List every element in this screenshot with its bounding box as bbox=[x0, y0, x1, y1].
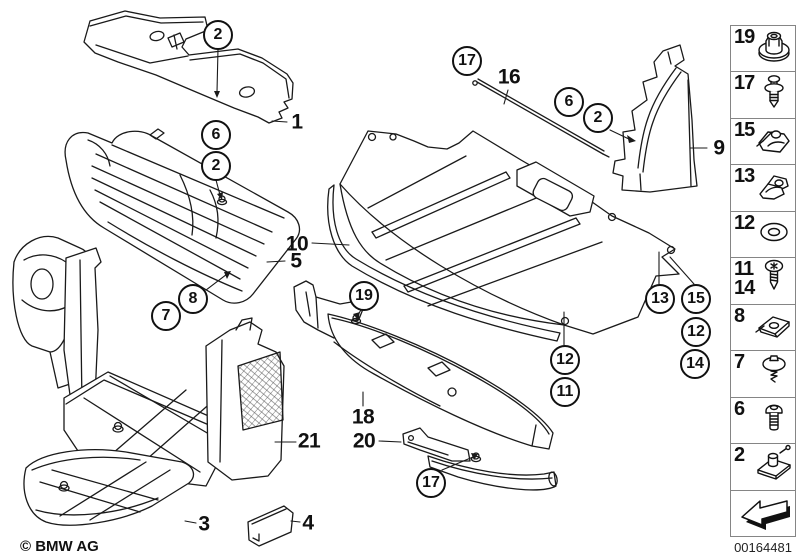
drawing-number: 00164481 bbox=[734, 540, 792, 555]
callout-circle-11[interactable]: 11 bbox=[550, 377, 580, 407]
legend-number: 14 bbox=[734, 277, 755, 300]
expansion-rivet-icon bbox=[754, 73, 794, 118]
body-clip-icon bbox=[754, 166, 794, 211]
part-label-16[interactable]: 16 bbox=[497, 65, 521, 89]
washer-icon bbox=[754, 212, 794, 257]
part-label-20[interactable]: 20 bbox=[352, 429, 376, 453]
callout-circle-15[interactable]: 15 bbox=[681, 284, 711, 314]
part-4-drawing bbox=[247, 505, 294, 547]
legend-number: 7 bbox=[734, 351, 745, 374]
part-20-drawing bbox=[402, 427, 558, 491]
legend-item-8: 8 bbox=[731, 304, 795, 352]
part-3-drawing bbox=[23, 449, 195, 526]
torx-screw-icon bbox=[754, 258, 794, 303]
callout-circle-7[interactable]: 7 bbox=[151, 301, 181, 331]
part-label-1[interactable]: 1 bbox=[291, 110, 303, 134]
part-label-10[interactable]: 10 bbox=[285, 232, 309, 256]
round-head-screw-icon bbox=[754, 398, 794, 443]
callout-circle-2[interactable]: 2 bbox=[583, 103, 613, 133]
legend-item-numbers: 12 bbox=[731, 211, 755, 234]
part-1-drawing bbox=[83, 10, 294, 124]
callout-circle-12[interactable]: 12 bbox=[550, 345, 580, 375]
legend-number: 11 bbox=[734, 258, 754, 281]
callout-circle-19[interactable]: 19 bbox=[349, 281, 379, 311]
legend-item-12: 12 bbox=[731, 211, 795, 259]
legend-item-numbers: 2 bbox=[731, 444, 745, 467]
callout-circle-8[interactable]: 8 bbox=[178, 284, 208, 314]
legend-item-2: 2 bbox=[731, 444, 795, 491]
legend-item-numbers: 7 bbox=[731, 351, 745, 374]
legend-item-numbers: 17 bbox=[731, 72, 755, 95]
legend-item-numbers: 8 bbox=[731, 304, 745, 327]
legend-item-7: 7 bbox=[731, 351, 795, 398]
legend-number: 19 bbox=[734, 26, 755, 48]
part-label-3[interactable]: 3 bbox=[198, 512, 210, 536]
part-5-drawing bbox=[64, 128, 301, 304]
callout-circle-17[interactable]: 17 bbox=[416, 468, 446, 498]
part-label-5[interactable]: 5 bbox=[290, 249, 302, 273]
legend-item-numbers: 15 bbox=[731, 118, 755, 141]
legend-item-17: 17 bbox=[731, 72, 795, 119]
legend-item-19: 19 bbox=[731, 26, 795, 73]
legend-item-numbers: 13 bbox=[731, 165, 755, 188]
part-18-drawing bbox=[293, 280, 554, 450]
callout-circle-6[interactable]: 6 bbox=[201, 120, 231, 150]
callout-circle-2[interactable]: 2 bbox=[203, 20, 233, 50]
legend-item-numbers: 19 bbox=[731, 26, 755, 48]
legend-number: 13 bbox=[734, 165, 755, 188]
speed-nut-icon bbox=[754, 305, 794, 350]
legend-item-6: 6 bbox=[731, 397, 795, 445]
part-label-9[interactable]: 9 bbox=[713, 136, 725, 160]
flange-nut-icon bbox=[754, 26, 794, 71]
legend-number: 2 bbox=[734, 444, 745, 467]
legend-number: 12 bbox=[734, 211, 755, 234]
leader-lines bbox=[184, 48, 708, 524]
part-10-drawing bbox=[327, 130, 680, 342]
retaining-clip-icon bbox=[754, 119, 794, 164]
legend-item-numbers: 6 bbox=[731, 397, 745, 420]
legend-item-15: 15 bbox=[731, 118, 795, 166]
legend-item-13: 13 bbox=[731, 165, 795, 212]
legend-number: 8 bbox=[734, 304, 745, 327]
direction-of-travel-arrow-icon bbox=[736, 491, 794, 536]
part-label-4[interactable]: 4 bbox=[302, 511, 314, 535]
part-label-21[interactable]: 21 bbox=[297, 429, 321, 453]
legend-item-arrow bbox=[731, 491, 795, 536]
part-label-18[interactable]: 18 bbox=[351, 405, 375, 429]
part-21-drawing bbox=[63, 247, 285, 487]
callout-circle-13[interactable]: 13 bbox=[645, 284, 675, 314]
copyright-notice: © BMW AG bbox=[20, 538, 99, 555]
stud-clip-icon bbox=[754, 444, 794, 489]
legend-number: 17 bbox=[734, 72, 755, 95]
part-9-drawing bbox=[612, 44, 698, 193]
callout-circle-14[interactable]: 14 bbox=[680, 349, 710, 379]
legend-item-numbers bbox=[731, 491, 734, 493]
callout-circle-17[interactable]: 17 bbox=[452, 46, 482, 76]
flange-screw-icon bbox=[754, 351, 794, 396]
callout-circle-12[interactable]: 12 bbox=[681, 317, 711, 347]
callout-circle-6[interactable]: 6 bbox=[554, 87, 584, 117]
legend-number: 6 bbox=[734, 397, 745, 420]
callout-circle-2[interactable]: 2 bbox=[201, 151, 231, 181]
part-16-drawing bbox=[472, 78, 610, 158]
leader-arrowheads bbox=[214, 91, 636, 460]
legend-number: 15 bbox=[734, 118, 755, 141]
